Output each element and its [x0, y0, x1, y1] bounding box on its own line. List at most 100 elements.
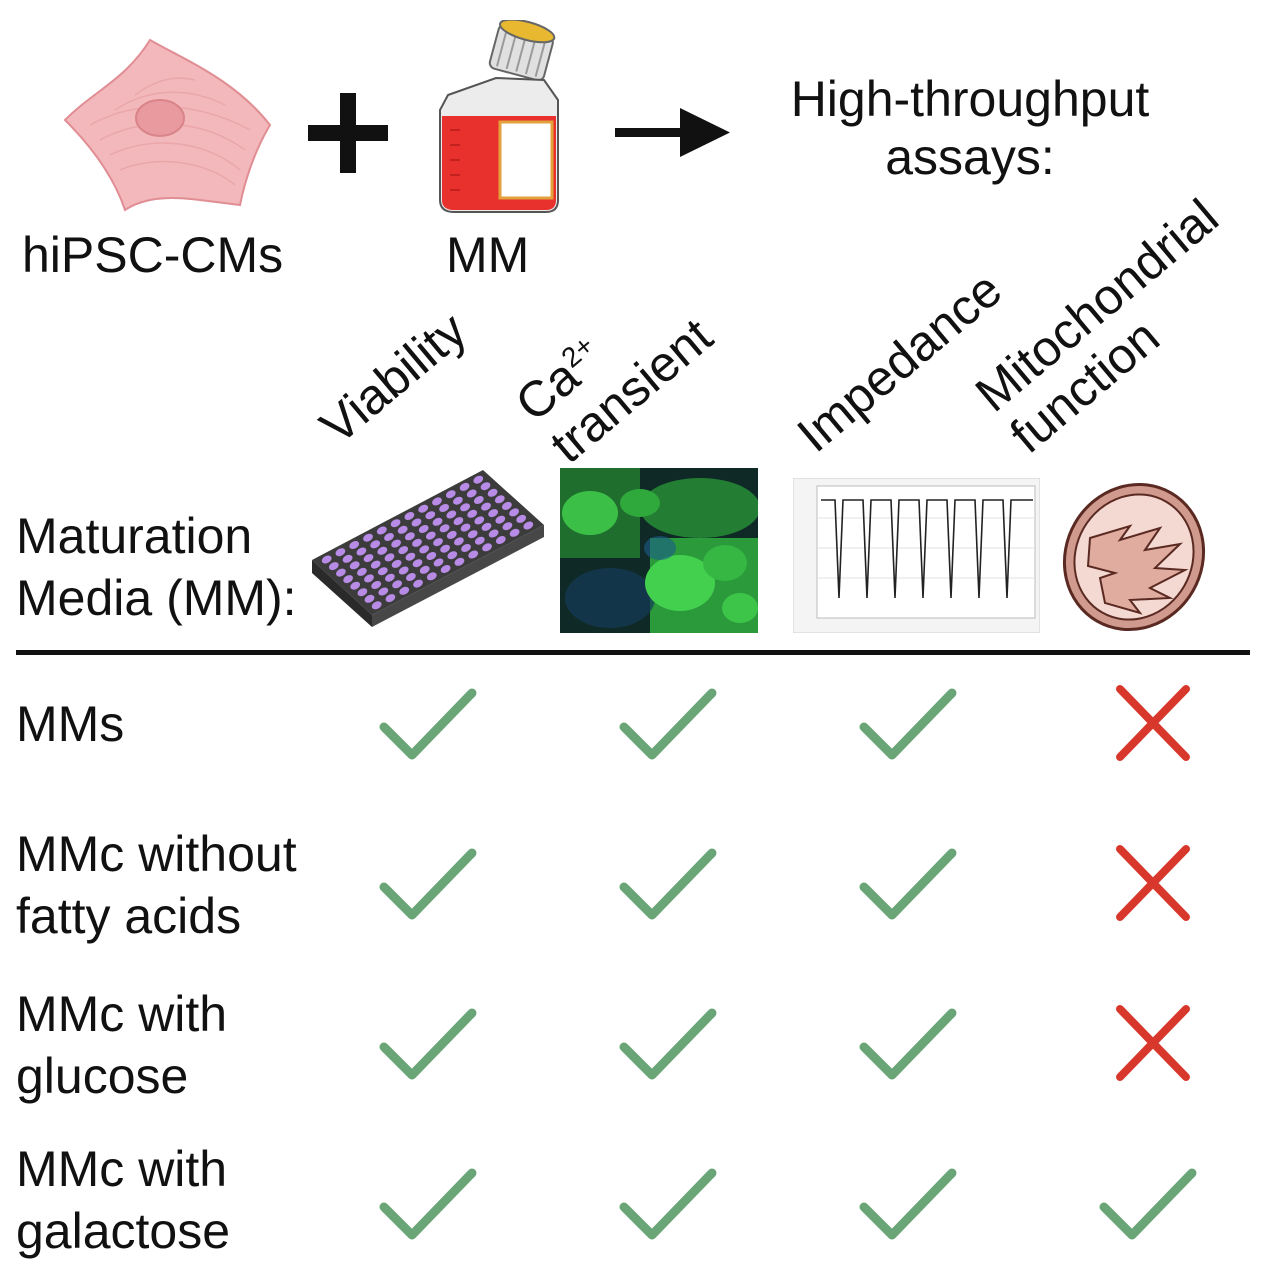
well [392, 580, 402, 589]
well [376, 526, 387, 535]
well [413, 579, 423, 588]
check-icon [858, 685, 958, 765]
well [418, 524, 429, 534]
output-title: High-throughput assays: [760, 70, 1180, 186]
well [473, 495, 484, 505]
well [502, 522, 513, 531]
well [433, 538, 443, 547]
well [370, 540, 381, 549]
well [397, 525, 408, 534]
cross-icon [1098, 845, 1198, 925]
well [480, 482, 491, 491]
well [398, 566, 409, 575]
well [419, 565, 430, 574]
well [385, 594, 396, 603]
well [398, 546, 409, 555]
well [509, 528, 520, 537]
well [439, 503, 449, 513]
media-label: MM [446, 227, 530, 283]
well [371, 580, 382, 590]
well [509, 508, 519, 517]
well [357, 588, 368, 597]
well [474, 516, 485, 525]
well [495, 535, 506, 545]
well [432, 517, 443, 526]
well [481, 502, 491, 511]
assay-header-calcium: Ca2+ transient [499, 259, 723, 473]
well [357, 567, 367, 576]
well [440, 564, 451, 574]
well [447, 551, 458, 560]
cell-icon [55, 30, 280, 215]
well [453, 517, 464, 526]
well [350, 581, 361, 590]
assay-header-mitochondrial: Mitochondrial function [965, 188, 1263, 463]
cells-label: hiPSC-CMs [22, 227, 284, 283]
impedance-trace-image [792, 477, 1041, 634]
arrow-right-icon [615, 105, 730, 160]
well [390, 519, 401, 528]
well [370, 560, 381, 569]
cross-icon [1098, 685, 1198, 765]
well [399, 586, 410, 595]
well-plate-icon [308, 465, 548, 630]
calcium-fluorescence-image [560, 468, 758, 633]
well [460, 503, 470, 512]
check-icon [858, 1165, 958, 1245]
well [406, 572, 416, 582]
well [412, 538, 422, 547]
check-icon [1098, 1165, 1198, 1245]
well [377, 567, 388, 576]
table-divider [16, 650, 1250, 655]
well [425, 511, 436, 520]
well [459, 482, 470, 491]
well [467, 530, 478, 539]
check-icon [858, 1005, 958, 1085]
well [384, 532, 394, 542]
well [426, 572, 437, 581]
check-icon [378, 1165, 478, 1245]
well [488, 529, 499, 538]
check-icon [618, 1165, 718, 1245]
well [405, 552, 416, 561]
mitochondrion-icon [1060, 478, 1208, 636]
well [468, 550, 479, 559]
well [321, 555, 332, 564]
table-header-line2: Media (MM): [16, 570, 297, 626]
well [445, 490, 456, 499]
well [349, 540, 360, 550]
well [454, 537, 464, 546]
output-title-line1: High-throughput [790, 71, 1150, 127]
well [391, 559, 402, 568]
well [523, 521, 534, 530]
well [364, 574, 374, 583]
well [385, 573, 395, 582]
well [453, 496, 463, 505]
well [404, 511, 415, 521]
well [356, 547, 367, 556]
well [377, 546, 388, 555]
well [467, 509, 478, 518]
check-icon [378, 845, 478, 925]
well [335, 548, 346, 557]
well [378, 587, 389, 596]
well [460, 523, 471, 532]
well [364, 594, 375, 603]
well [426, 551, 437, 561]
well [433, 558, 444, 567]
well [516, 514, 527, 523]
check-icon [618, 1005, 718, 1085]
well [461, 543, 471, 553]
well [446, 530, 457, 539]
well [482, 543, 492, 552]
well [411, 518, 422, 527]
well [418, 504, 429, 513]
well [342, 554, 353, 563]
well [384, 553, 395, 562]
well [466, 489, 477, 498]
well [419, 545, 430, 554]
well [328, 562, 339, 571]
